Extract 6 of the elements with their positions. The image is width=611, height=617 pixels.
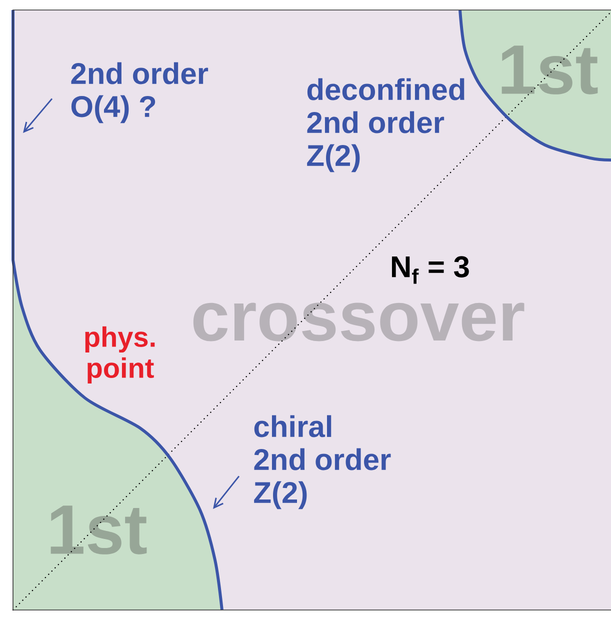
point-label: phys. point bbox=[85, 326, 155, 384]
flavor-label: N$_{f}$ = 3 bbox=[392, 256, 469, 284]
arrow bbox=[213, 476, 240, 509]
arrow bbox=[23, 98, 53, 133]
transition-label: chiral 2nd order Z(2) bbox=[254, 415, 391, 510]
transition-label: 2nd order O(4) ? bbox=[71, 62, 208, 124]
